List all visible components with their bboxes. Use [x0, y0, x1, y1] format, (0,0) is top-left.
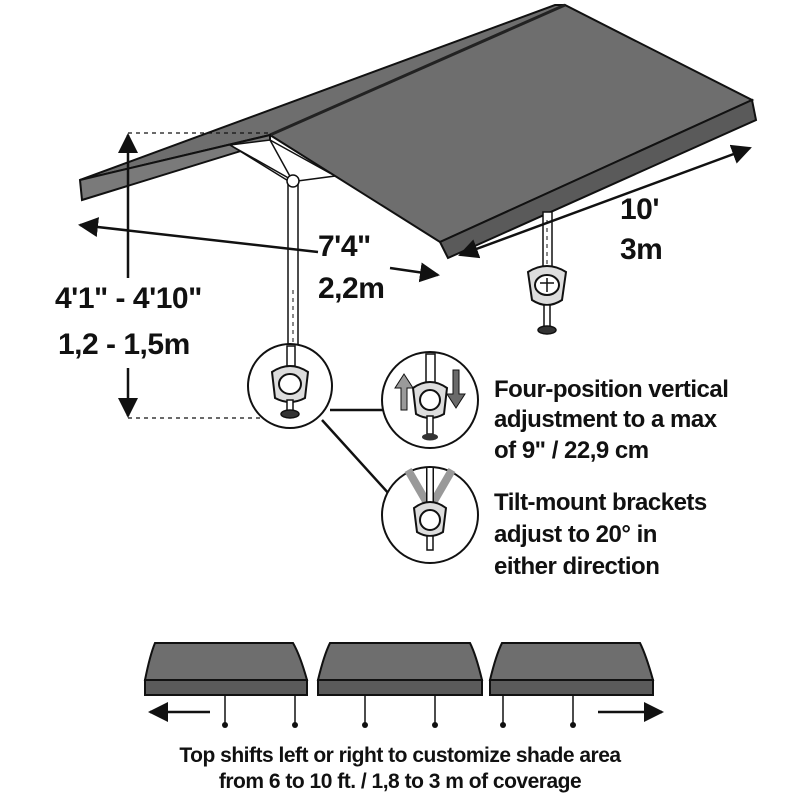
connector-line-tilt — [321, 419, 391, 496]
width-dimension-line — [78, 217, 319, 254]
length-m-label: 3m — [620, 233, 663, 266]
canopy-frame — [227, 139, 338, 183]
caption-line1: Top shifts left or right to customize sh… — [179, 744, 621, 767]
tilt-bracket-circle — [381, 466, 479, 564]
down-arrow-icon — [446, 369, 466, 409]
length-ft-label: 10' — [620, 193, 660, 226]
width-ft-label: 7'4" — [318, 230, 371, 263]
canopy-right-panel — [267, 3, 755, 244]
tilt-feature-line2: adjust to 20° in — [494, 521, 657, 548]
tilt-feature-line1: Tilt-mount brackets — [494, 489, 707, 516]
canopy-ridge — [269, 3, 566, 137]
width-dimension-line-right — [389, 262, 440, 283]
shade-position-left — [143, 642, 309, 728]
shade-position-center — [316, 642, 484, 728]
vertical-adjustment-circle — [381, 351, 479, 449]
tilt-feature-line3: either direction — [494, 553, 660, 580]
shade-position-right — [488, 642, 655, 728]
height-ft-label: 4'1" - 4'10" — [55, 282, 202, 315]
left-pole — [286, 174, 300, 361]
vertical-feature-line2: adjustment to a max — [494, 406, 717, 433]
clamp-detail-circle — [247, 343, 333, 429]
right-clamp-icon — [526, 265, 568, 335]
length-dimension-line — [458, 144, 752, 259]
width-m-label: 2,2m — [318, 272, 385, 305]
vertical-feature-line3: of 9" / 22,9 cm — [494, 437, 649, 464]
up-arrow-icon — [394, 373, 414, 411]
vertical-feature-line1: Four-position vertical — [494, 376, 729, 403]
caption-line2: from 6 to 10 ft. / 1,8 to 3 m of coverag… — [218, 770, 582, 793]
height-m-label: 1,2 - 1,5m — [58, 328, 190, 361]
